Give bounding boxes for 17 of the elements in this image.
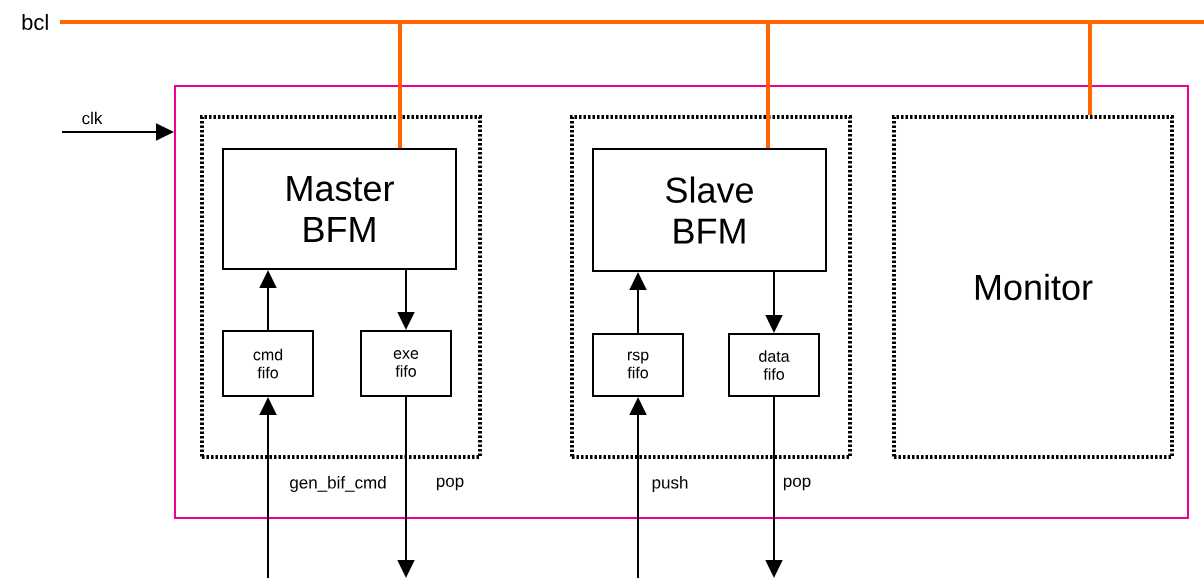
edge-label: push: [652, 476, 688, 492]
fifo-box: data fifo: [728, 333, 820, 397]
bus-label: bcl: [22, 13, 48, 31]
edge-label: pop: [436, 477, 464, 491]
bus-line: [60, 20, 1204, 24]
monitor-box: Monitor: [892, 115, 1174, 459]
fifo-box: exe fifo: [360, 330, 452, 397]
dotted-box: [570, 115, 852, 459]
process-box: Master BFM: [222, 148, 457, 270]
dotted-box: [200, 115, 482, 459]
edge-label: clk: [82, 111, 103, 125]
edge-label: gen_bif_cmd: [290, 476, 386, 492]
module-box: [174, 85, 1189, 519]
fifo-box: cmd fifo: [222, 330, 314, 397]
process-box: Slave BFM: [592, 148, 827, 272]
fifo-box: rsp fifo: [592, 333, 684, 397]
edge-label: pop: [783, 477, 811, 491]
